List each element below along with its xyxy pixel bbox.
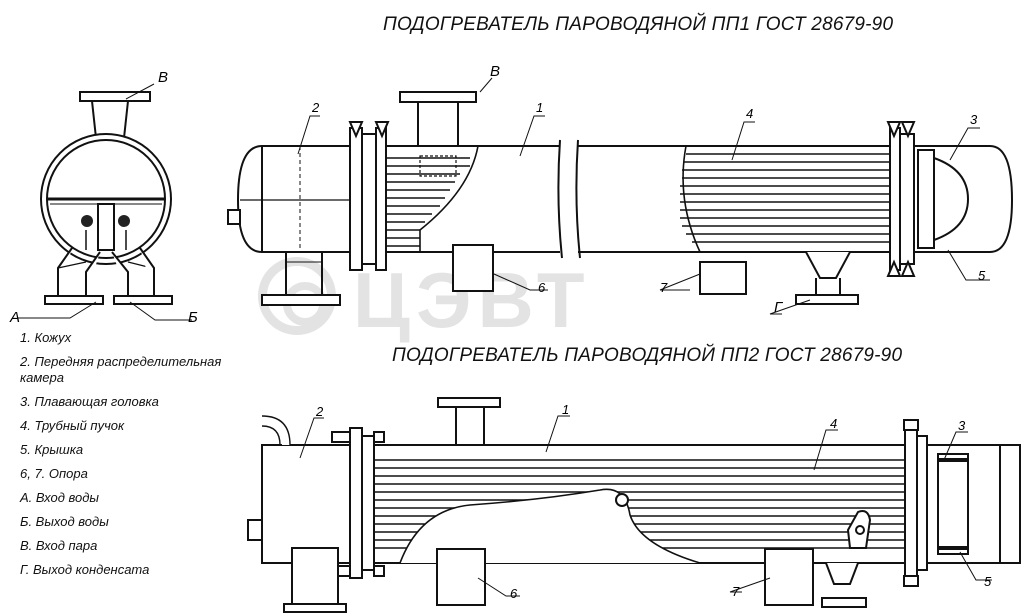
legend-item-5: 5. Крышка bbox=[20, 442, 84, 457]
pp2-label-6: 6 bbox=[510, 586, 518, 601]
label-b-end: Б bbox=[188, 309, 198, 326]
legend-item-2: 2. Передняя распределительная камера bbox=[20, 354, 222, 385]
pp1-label-v: В bbox=[490, 63, 500, 80]
pp1-label-5: 5 bbox=[978, 268, 986, 283]
legend: 1. Кожух 2. Передняя распределительная к… bbox=[20, 330, 230, 586]
pp1-label-4: 4 bbox=[746, 106, 753, 121]
pp2-label-5: 5 bbox=[984, 574, 992, 589]
label-v-end: В bbox=[158, 69, 168, 86]
legend-item-v: В. Вход пара bbox=[20, 538, 98, 553]
pp1-label-7: 7 bbox=[660, 280, 668, 295]
pp2-label-3: 3 bbox=[958, 418, 966, 433]
pp2-label-2: 2 bbox=[315, 404, 324, 419]
pp1-heater bbox=[227, 91, 1014, 306]
pp1-callouts bbox=[297, 77, 990, 315]
legend-item-a: А. Вход воды bbox=[20, 490, 99, 505]
pp2-label-7: 7 bbox=[732, 584, 740, 599]
label-a-end: А bbox=[9, 309, 20, 326]
pp1-label-g: Г bbox=[774, 299, 784, 316]
pp2-label-4: 4 bbox=[830, 416, 837, 431]
pp1-label-6: 6 bbox=[538, 280, 546, 295]
pp2-heater bbox=[247, 397, 1021, 613]
pp2-callouts bbox=[299, 415, 992, 597]
legend-item-1: 1. Кожух bbox=[20, 330, 72, 345]
diagram-title-pp2: ПОДОГРЕВАТЕЛЬ ПАРОВОДЯНОЙ ПП2 ГОСТ 28679… bbox=[392, 345, 903, 366]
end-view-callouts bbox=[18, 83, 192, 321]
legend-item-4: 4. Трубный пучок bbox=[20, 418, 125, 433]
legend-item-b: Б. Выход воды bbox=[20, 514, 109, 529]
legend-item-g: Г. Выход конденсата bbox=[20, 562, 150, 577]
pp1-label-3: 3 bbox=[970, 112, 978, 127]
legend-item-6-7: 6, 7. Опора bbox=[20, 466, 88, 481]
pp2-label-1: 1 bbox=[562, 402, 569, 417]
legend-item-3: 3. Плавающая головка bbox=[20, 394, 159, 409]
pp1-label-1: 1 bbox=[536, 100, 543, 115]
diagram-title-pp1: ПОДОГРЕВАТЕЛЬ ПАРОВОДЯНОЙ ПП1 ГОСТ 28679… bbox=[383, 14, 894, 35]
end-view-section bbox=[40, 91, 173, 305]
pp1-label-2: 2 bbox=[311, 100, 320, 115]
